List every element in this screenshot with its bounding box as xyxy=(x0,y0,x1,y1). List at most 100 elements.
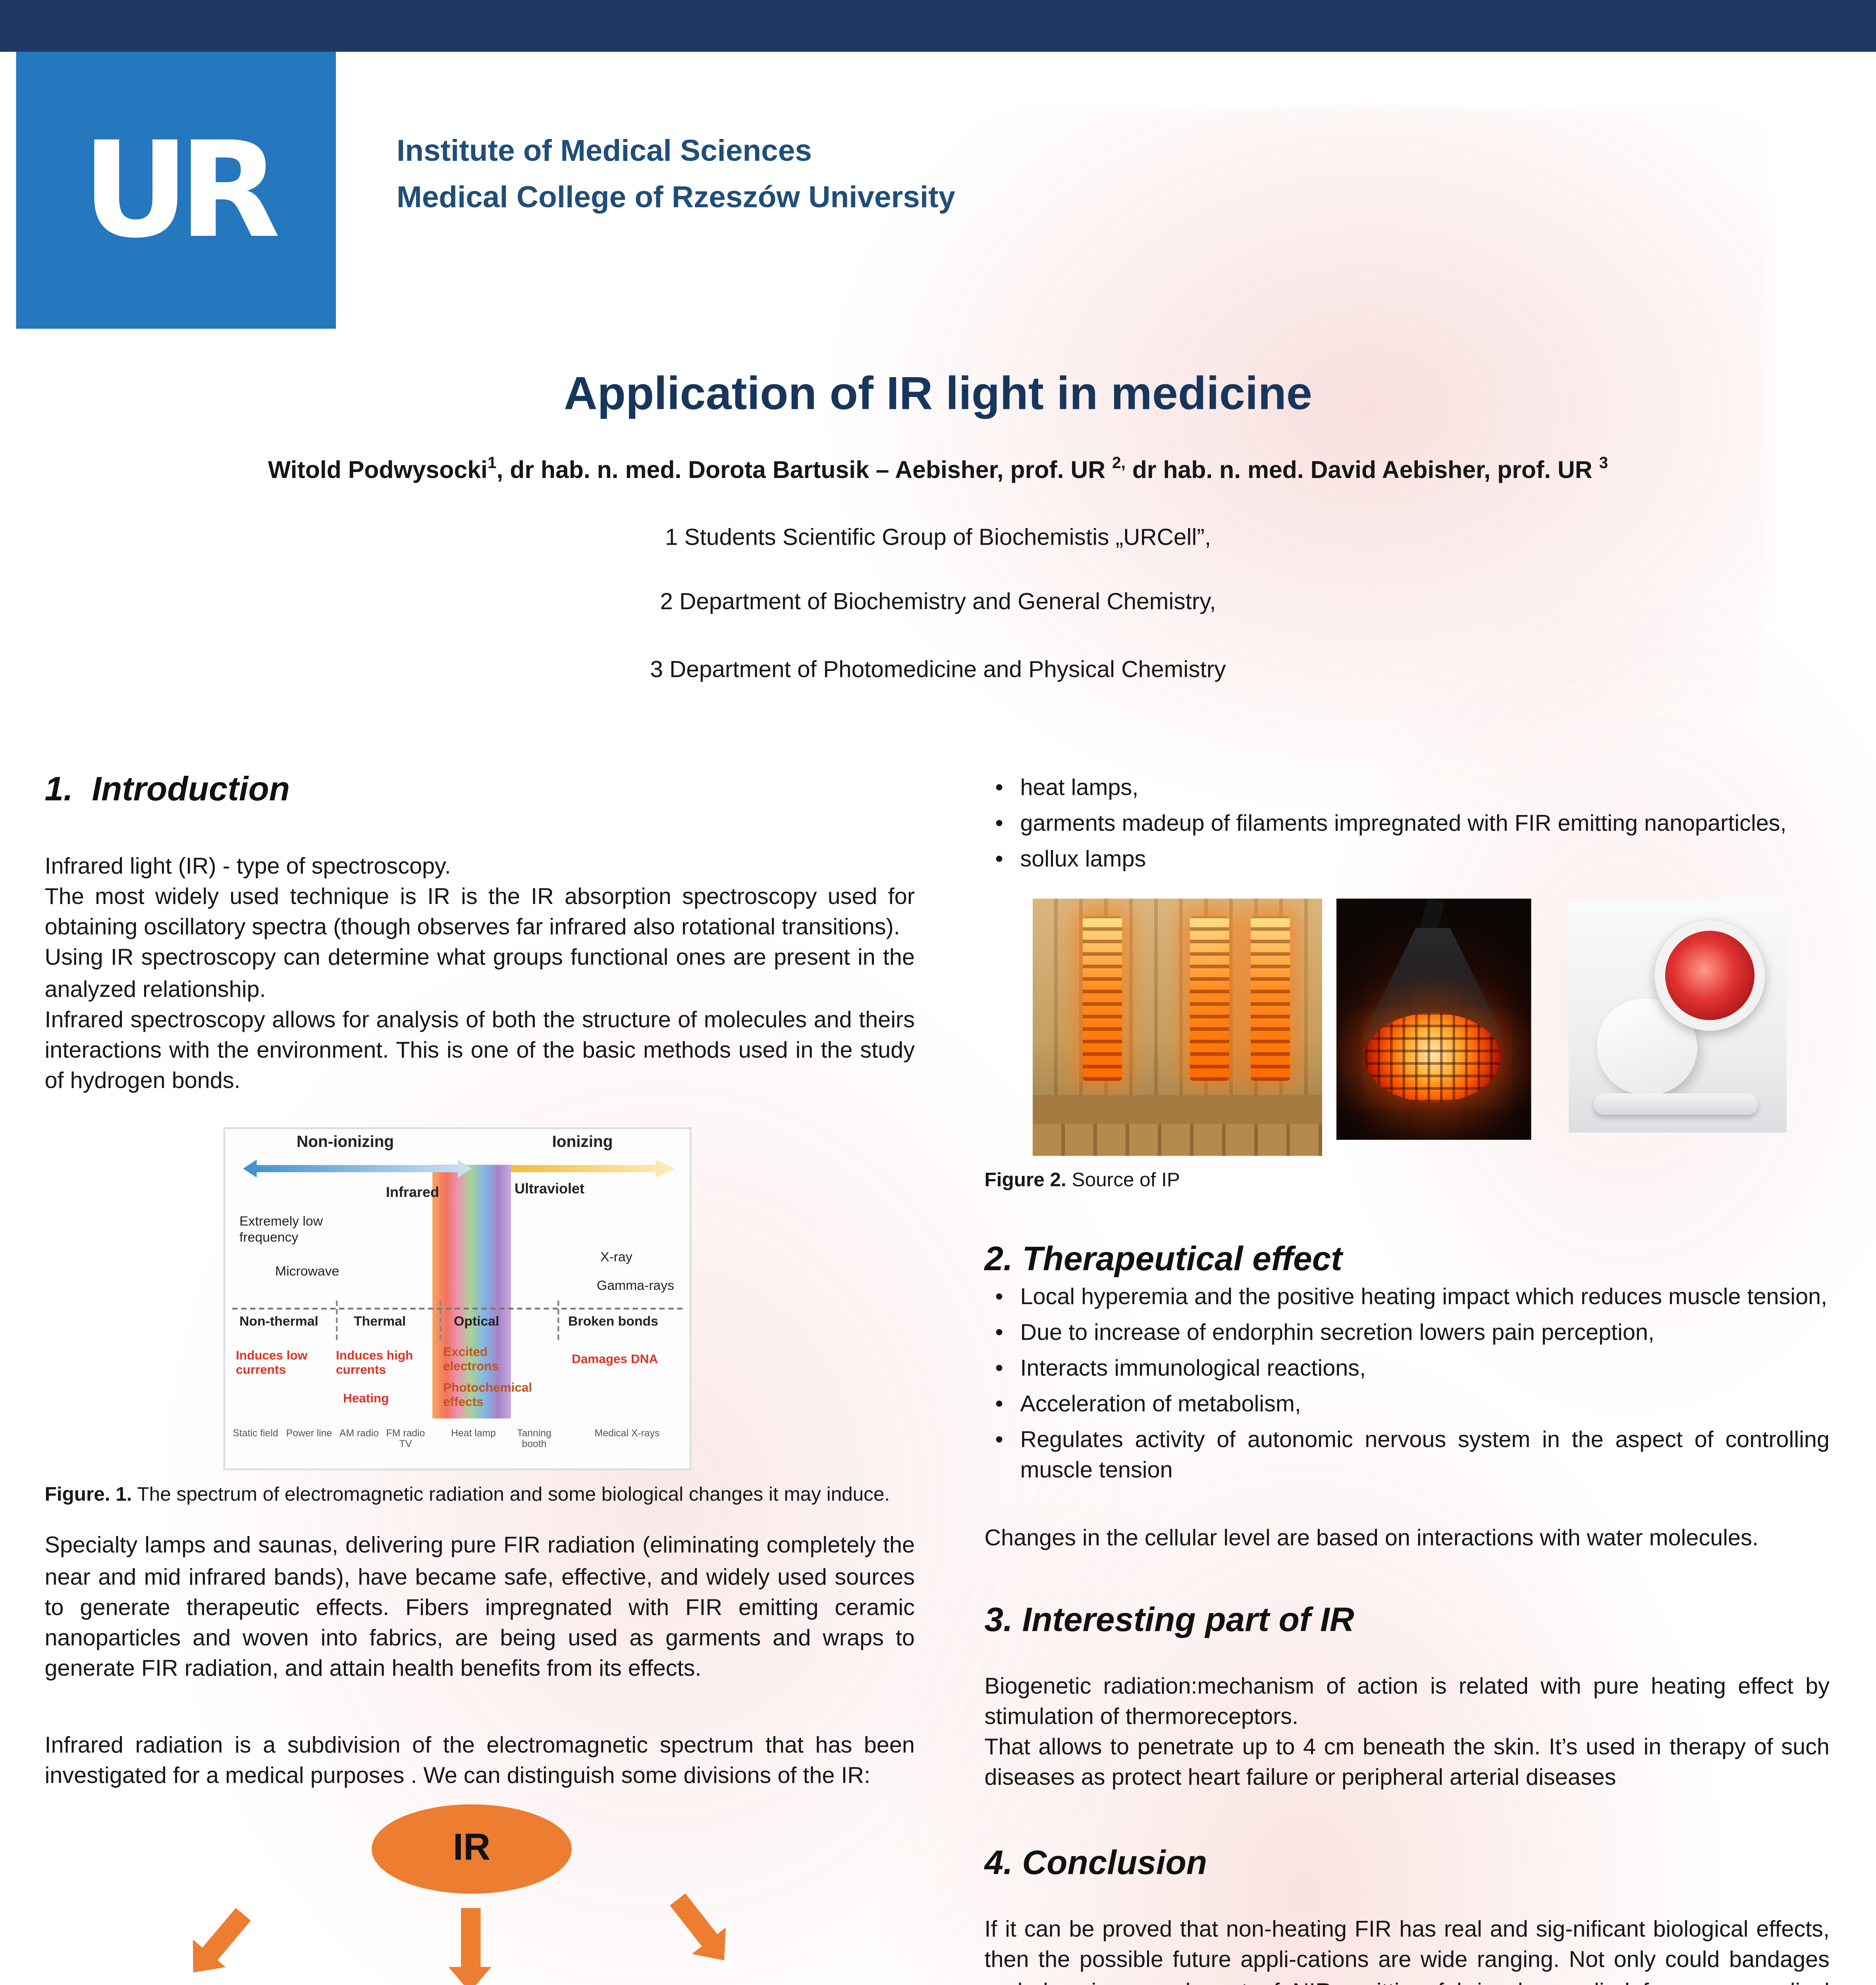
figure1-divider xyxy=(232,1308,683,1310)
figure1-label-broken-bonds: Broken bonds xyxy=(568,1313,658,1330)
figure1-label-optical: Optical xyxy=(454,1313,499,1330)
author-superscript: 3 xyxy=(1599,454,1608,472)
figure1-effect-induces-low: Induces low currents xyxy=(236,1351,308,1378)
poster-title: Application of IR light in medicine xyxy=(563,366,1313,420)
institute-line1: Institute of Medical Sciences xyxy=(397,134,812,168)
figure1-label-gamma: Gamma-rays xyxy=(597,1278,675,1294)
author-superscript: 1 xyxy=(487,454,497,472)
figure1-source-am-radio: AM radio xyxy=(339,1429,379,1440)
figure1-label-ionizing: Ionizing xyxy=(552,1133,613,1151)
right-column: heat lamps, garments madeup of filaments… xyxy=(985,772,1830,1985)
figure1-label-ultraviolet: Ultraviolet xyxy=(515,1181,585,1197)
figure2-caption-text: Source of IP xyxy=(1066,1171,1180,1193)
lamp-glowing-bulb xyxy=(1365,1014,1501,1103)
ir-root-node: IR xyxy=(372,1805,572,1894)
figure2-images xyxy=(1033,899,1830,1157)
figure1-effect-excited: Excited electrons xyxy=(443,1347,499,1374)
figure1-effect-heating: Heating xyxy=(343,1393,389,1407)
author-name: Witold Podwysocki xyxy=(268,456,488,484)
figure1-spectrum-diagram: Non-ionizing Ionizing Infrared Ultraviol… xyxy=(223,1127,692,1471)
figure1-source-medical-xrays: Medical X-rays xyxy=(594,1429,660,1440)
bullet-item-endorphin: Due to increase of endorphin secretion l… xyxy=(995,1316,1830,1347)
section-heading-introduction: 1. Introduction xyxy=(44,772,290,809)
top-bar xyxy=(0,0,1876,52)
lamp-grille xyxy=(1365,1014,1501,1103)
figure1-label-xray: X-ray xyxy=(600,1249,632,1265)
ur-logo: UR xyxy=(16,52,336,329)
bullet-item-immunological: Interacts immunological reactions, xyxy=(995,1353,1830,1384)
interesting-paragraph-1: Biogenetic radiation:mechanism of action… xyxy=(984,1671,1830,1729)
spectrum-color-band xyxy=(432,1165,511,1419)
interesting-paragraph-2: That allows to penetrate up to 4 cm bene… xyxy=(984,1733,1830,1790)
left-column: 1. Introduction Infrared light (IR) - ty… xyxy=(45,772,915,1985)
figure1-source-tanning-booth: Tanning booth xyxy=(517,1429,551,1451)
bullet-item-garments: garments madeup of filaments impregnated… xyxy=(995,808,1830,839)
figure1-source-heat-lamp: Heat lamp xyxy=(451,1429,496,1440)
intro-paragraph-1: Infrared light (IR) - type of spectrosco… xyxy=(44,852,451,879)
bullet-item-heat-lamps: heat lamps, xyxy=(995,772,1830,803)
affiliation-1: 1 Students Scientific Group of Biochemis… xyxy=(665,523,1211,551)
bullet-item-metabolism: Acceleration of metabolism, xyxy=(995,1388,1830,1419)
ir-root-label: IR xyxy=(453,1828,491,1869)
ur-logo-text: UR xyxy=(82,113,281,267)
conclusion-paragraph: If it can be proved that non-heating FIR… xyxy=(984,1916,1830,1985)
ir-subdivision-paragraph: Infrared radiation is a subdivision of t… xyxy=(44,1731,915,1789)
figure1-source-power-line: Power line xyxy=(286,1429,332,1440)
intro-paragraph-4: Infrared spectroscopy allows for analysi… xyxy=(44,1005,915,1093)
figure1-caption-text: The spectrum of electromagnetic radiatio… xyxy=(132,1485,890,1507)
figure1-divider xyxy=(557,1301,559,1340)
affiliation-2: 2 Department of Biochemistry and General… xyxy=(660,588,1216,615)
figure2-caption: Figure 2. Source of IP xyxy=(985,1169,1830,1195)
sauna-heater-panel xyxy=(1251,917,1290,1082)
section-heading-therapeutic: 2. Therapeutical effect xyxy=(984,1241,1342,1279)
figure1-label-microwave: Microwave xyxy=(275,1263,339,1280)
sauna-bench xyxy=(1033,1096,1322,1125)
figure1-label-non-ionizing: Non-ionizing xyxy=(297,1133,394,1151)
sauna-heater-panel xyxy=(1083,917,1122,1082)
affiliation-3: 3 Department of Photomedicine and Physic… xyxy=(650,655,1226,683)
author-text: dr hab. n. med. David Aebisher, prof. UR xyxy=(1125,456,1599,484)
arrow-down-right-icon xyxy=(670,1894,719,1948)
section-heading-interesting: 3. Interesting part of IR xyxy=(984,1602,1354,1640)
ir-sources-list: heat lamps, garments madeup of filaments… xyxy=(985,772,1830,875)
intro-paragraph-3: Using IR spectroscopy can determine what… xyxy=(44,944,915,1002)
sauna-floor xyxy=(1033,1124,1322,1157)
sauna-photo xyxy=(1033,899,1322,1157)
figure1-effect-induces-high: Induces high currents xyxy=(336,1351,413,1378)
figure1-source-fm-radio-tv: FM radio TV xyxy=(386,1429,425,1451)
intro-paragraph-2: The most widely used technique is IR is … xyxy=(44,883,915,940)
section-heading-conclusion: 4. Conclusion xyxy=(984,1846,1207,1884)
sollux-lamp-red-head xyxy=(1654,921,1765,1032)
figure1-label-thermal: Thermal xyxy=(354,1313,406,1330)
arrow-down-left-icon xyxy=(201,1908,251,1962)
figure1-divider xyxy=(440,1301,442,1340)
figure1-label-elf: Extremely low frequency xyxy=(239,1213,323,1245)
ir-classification-diagram: IR near infrared 0,8–2,5 μm mid infrared… xyxy=(45,1805,915,1985)
sollux-lamp-base xyxy=(1594,1094,1758,1116)
institute-name: Institute of Medical Sciences Medical Co… xyxy=(397,129,955,220)
bullet-item-hyperemia: Local hyperemia and the positive heating… xyxy=(995,1280,1830,1311)
sauna-heater-panel xyxy=(1190,917,1229,1082)
authors-line: Witold Podwysocki1, dr hab. n. med. Doro… xyxy=(0,454,1876,483)
sollux-lamp-photo xyxy=(1569,899,1787,1133)
figure2-caption-label: Figure 2. xyxy=(984,1171,1066,1193)
author-text: , dr hab. n. med. Dorota Bartusik – Aebi… xyxy=(496,456,1112,484)
cellular-paragraph: Changes in the cellular level are based … xyxy=(984,1523,1758,1550)
arrow-down-icon xyxy=(448,1908,492,1985)
figure1-caption-label: Figure. 1. xyxy=(44,1485,132,1507)
figure1-caption: Figure. 1. The spectrum of electromagnet… xyxy=(45,1483,915,1509)
figure1-label-infrared: Infrared xyxy=(386,1185,440,1201)
ionizing-arrow-icon xyxy=(511,1160,675,1178)
figure1-divider xyxy=(336,1301,338,1340)
specialty-paragraph: Specialty lamps and saunas, delivering p… xyxy=(44,1532,915,1681)
author-superscript: 2, xyxy=(1112,454,1126,472)
figure1-label-non-thermal: Non-thermal xyxy=(239,1313,318,1330)
figure1-effect-photochemical: Photochemical effects xyxy=(443,1383,532,1410)
bullet-item-sollux-lamps: sollux lamps xyxy=(995,844,1830,875)
therapeutic-effects-list: Local hyperemia and the positive heating… xyxy=(985,1280,1830,1486)
bullet-item-autonomic: Regulates activity of autonomic nervous … xyxy=(995,1424,1830,1486)
figure1-effect-damages-dna: Damages DNA xyxy=(572,1354,658,1367)
institute-line2: Medical College of Rzeszów University xyxy=(397,179,956,214)
figure1-source-static-field: Static field xyxy=(233,1429,278,1440)
